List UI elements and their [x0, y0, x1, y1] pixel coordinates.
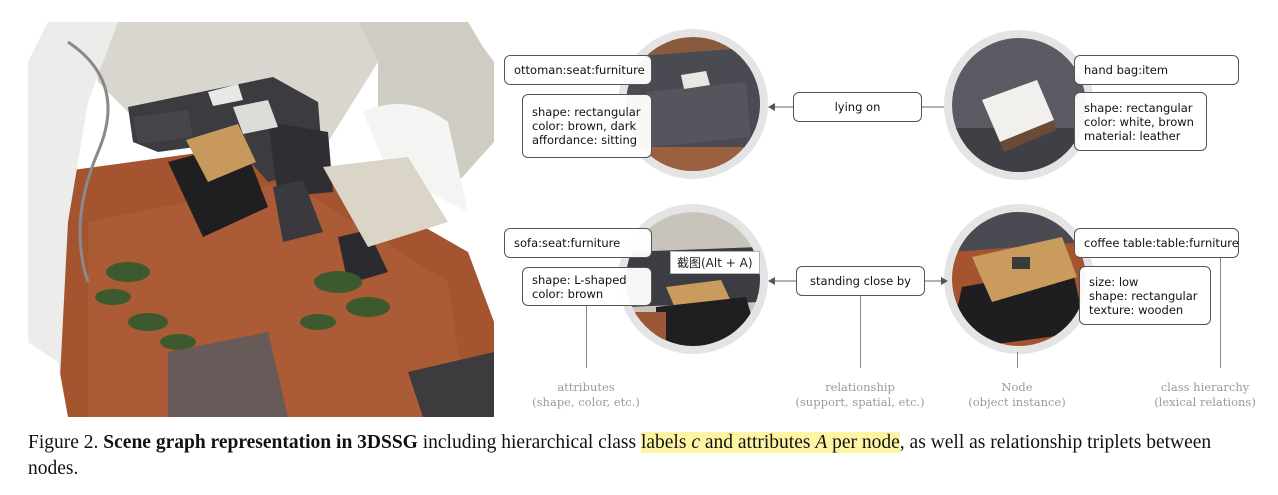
- scene-scan-image: [28, 22, 494, 417]
- attribute-line: shape: rectangular: [1089, 289, 1198, 303]
- leader-class-hierarchy: [1220, 258, 1221, 368]
- ottoman-attributes: shape: rectangular color: brown, dark af…: [522, 94, 652, 158]
- arrow-lying-on: [768, 103, 944, 111]
- ottoman-class-label: ottoman:seat:furniture: [504, 55, 652, 85]
- attribute-line: texture: wooden: [1089, 303, 1184, 317]
- attribute-line: material: leather: [1084, 129, 1181, 143]
- relationship-lying-on: lying on: [793, 92, 922, 122]
- caption-text: , as well as relationship triplets betwe…: [28, 432, 1212, 479]
- sofa-class-label: sofa:seat:furniture: [504, 228, 652, 258]
- attribute-line: affordance: sitting: [532, 133, 638, 147]
- screenshot-tooltip: 截图(Alt + A): [670, 251, 760, 274]
- legend-subtitle: (support, spatial, etc.): [795, 395, 925, 409]
- leader-node: [1017, 352, 1018, 368]
- attribute-line: color: brown: [532, 287, 604, 301]
- legend-class-hierarchy: class hierarchy (lexical relations): [1140, 380, 1270, 410]
- leader-relationship: [860, 296, 861, 368]
- legend-title: relationship: [825, 380, 895, 394]
- legend-node: Node (object instance): [957, 380, 1077, 410]
- handbag-class-label: hand bag:item: [1074, 55, 1239, 85]
- legend-subtitle: (shape, color, etc.): [532, 395, 640, 409]
- sofa-attributes: shape: L-shaped color: brown: [522, 267, 652, 306]
- node-coffee-table-image: [944, 204, 1094, 354]
- attribute-line: shape: L-shaped: [532, 273, 627, 287]
- relationship-standing-close-by: standing close by: [796, 266, 925, 296]
- leader-attributes: [586, 306, 587, 368]
- legend-title: Node: [1001, 380, 1033, 394]
- attribute-line: shape: rectangular: [1084, 101, 1193, 115]
- caption-prefix: Figure 2.: [28, 432, 104, 453]
- caption-bold: Scene graph representation in 3DSSG: [103, 432, 418, 453]
- legend-title: class hierarchy: [1160, 380, 1250, 394]
- legend-attributes: attributes (shape, color, etc.): [526, 380, 646, 410]
- legend-subtitle: (object instance): [968, 395, 1066, 409]
- caption-highlight: labels c and attributes A per node: [640, 432, 900, 453]
- coffee-table-attributes: size: low shape: rectangular texture: wo…: [1079, 266, 1211, 325]
- node-handbag-image: [944, 30, 1094, 180]
- caption-text: including hierarchical class: [417, 432, 641, 453]
- attribute-line: shape: rectangular: [532, 105, 641, 119]
- legend-title: attributes: [557, 380, 615, 394]
- handbag-attributes: shape: rectangular color: white, brown m…: [1074, 92, 1207, 151]
- attribute-line: color: white, brown: [1084, 115, 1194, 129]
- attribute-line: size: low: [1089, 275, 1139, 289]
- attribute-line: color: brown, dark: [532, 119, 637, 133]
- arrow-standing-close-by: [768, 277, 948, 285]
- legend-relationship: relationship (support, spatial, etc.): [790, 380, 930, 410]
- legend-subtitle: (lexical relations): [1154, 395, 1256, 409]
- figure-caption: Figure 2. Scene graph representation in …: [28, 430, 1258, 482]
- coffee-table-class-label: coffee table:table:furniture: [1074, 228, 1239, 258]
